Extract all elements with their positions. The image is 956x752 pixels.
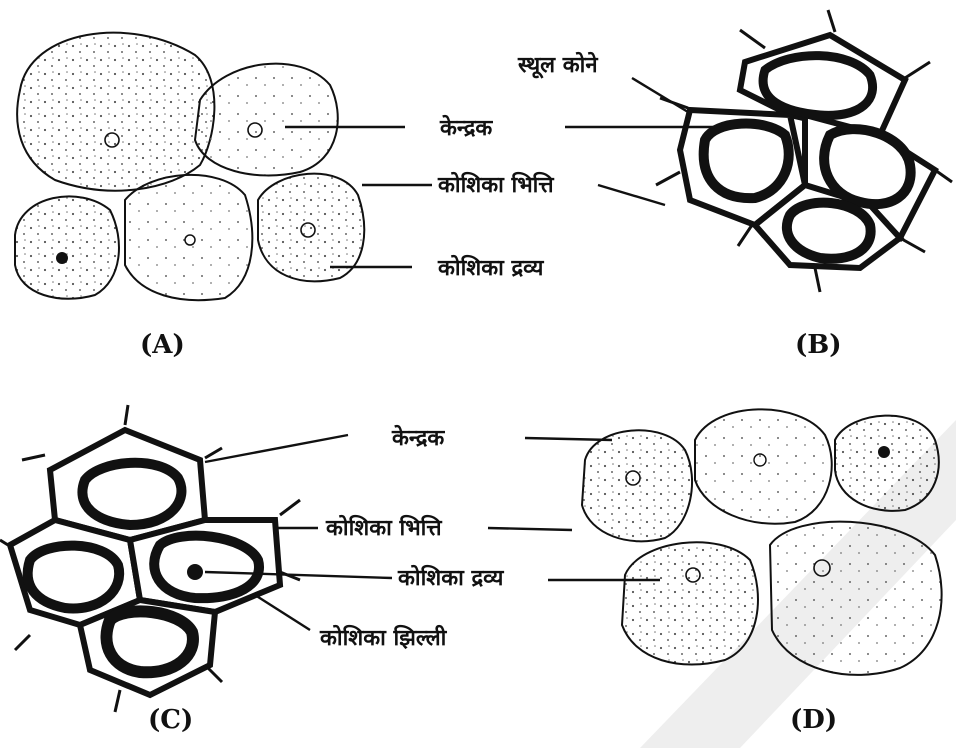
panel-a-cell-3: [15, 196, 119, 298]
panel-a-cell-2: [195, 64, 338, 176]
panel-d-cell-1: [582, 430, 692, 541]
panel-c-nucleus-label: केन्द्रक: [391, 424, 445, 451]
panel-a-cell-1: [17, 33, 214, 191]
panel-b-thick-corners-pointer: [632, 78, 688, 112]
panel-a-cell-4: [125, 175, 252, 300]
panel-c-membrane-pointer: [255, 595, 310, 630]
panel-a-nucleus-label: केन्द्रक: [439, 114, 493, 141]
panel-b-thick-corners-label: स्थूल कोने: [517, 51, 598, 79]
panel-c-membrane-label: कोशिका झिल्ली: [319, 624, 448, 651]
panel-a: केन्द्रक कोशिका भित्ति कोशिका द्रव्य (A): [15, 33, 554, 360]
panel-d-nucleus: [878, 446, 890, 458]
panel-d-cell-2: [695, 409, 832, 523]
panel-c-cell-wall-label: कोशिका भित्ति: [325, 514, 442, 541]
panel-a-nucleus: [56, 252, 68, 264]
panel-d-cell-wall-pointer: [488, 528, 572, 530]
panel-c: केन्द्रक कोशिका भित्ति कोशिका द्रव्य कोश…: [0, 405, 504, 735]
panel-d-nucleus-pointer: [525, 438, 612, 440]
panel-c-nucleus-pointer: [205, 435, 348, 462]
panel-a-cell-5: [258, 174, 364, 282]
panel-d-label: (D): [790, 705, 837, 735]
panel-d-cell-5: [770, 522, 942, 675]
panel-b-label: (B): [795, 330, 842, 360]
panel-b-cell-wall-pointer: [598, 185, 665, 205]
panel-c-cytoplasm-label: कोशिका द्रव्य: [397, 564, 504, 591]
panel-a-cytoplasm-label: कोशिका द्रव्य: [437, 254, 544, 281]
panel-c-label: (C): [148, 705, 193, 735]
panel-a-label: (A): [140, 330, 185, 360]
panel-b: स्थूल कोने (B): [517, 10, 952, 360]
panel-a-cell-wall-label: कोशिका भित्ति: [437, 171, 554, 198]
panel-c-nucleus: [187, 564, 203, 580]
panel-d-cell-3: [835, 416, 939, 511]
panel-d-cell-4: [622, 542, 758, 664]
